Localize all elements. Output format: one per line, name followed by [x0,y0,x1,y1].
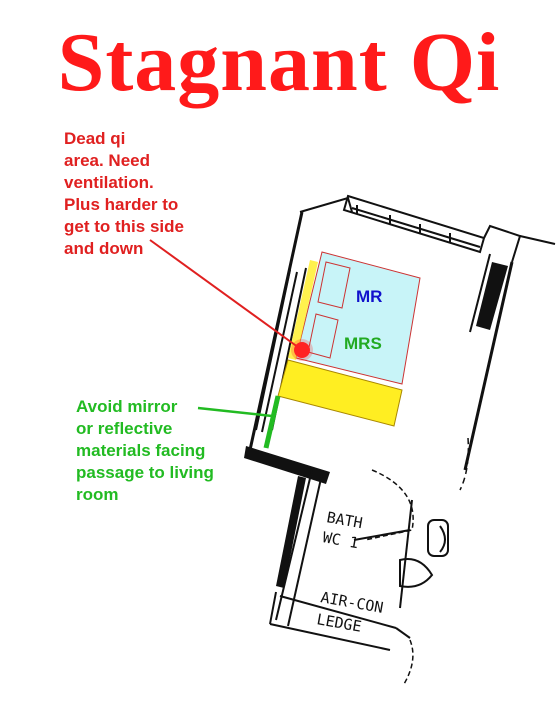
dead-qi-note-line: ventilation. [64,173,154,192]
bathroom [269,469,449,685]
dead-qi-note-line: area. Need [64,151,150,170]
dead-qi-note: Dead qi area. Need ventilation. Plus har… [64,128,224,260]
bed [295,251,421,385]
pillow-mr [317,261,351,309]
mirror-note-line: or reflective [76,419,173,438]
dead-qi-note-line: get to this side [64,217,184,236]
pillow-mrs [307,313,339,359]
dead-qi-note-line: Dead qi [64,129,126,148]
dead-qi-callout-line [149,239,303,351]
dead-qi-dot-halo [291,339,313,361]
dead-qi-note-line: Plus harder to [64,195,179,214]
dead-qi-note-line: and down [64,239,144,258]
dead-qi-dot [294,342,310,358]
mirror-marker [263,395,281,449]
bedroom-walls [248,211,556,471]
mirror-callout-line [197,406,273,418]
right-wall-column [476,262,508,330]
mr-label: MR [356,287,382,306]
lower-wall [244,446,330,484]
mirror-note-line: passage to living [76,463,214,482]
mirror-note-line: Avoid mirror [76,397,178,416]
bath-label: BATH [325,508,364,532]
mirror-note-line: room [76,485,119,504]
left-lower-wall [276,476,306,588]
dead-qi-strip [288,260,318,360]
wc-label: WC 1 [321,528,360,552]
page-title: Stagnant Qi [57,16,501,109]
ledge-label: LEDGE [315,610,363,636]
wardrobe [277,359,403,427]
door-swing-arc [459,437,470,491]
mirror-note-line: materials facing [76,441,206,460]
mrs-label: MRS [344,334,382,353]
mirror-note: Avoid mirror or reflective materials fac… [76,396,256,506]
window-bay [299,194,522,263]
